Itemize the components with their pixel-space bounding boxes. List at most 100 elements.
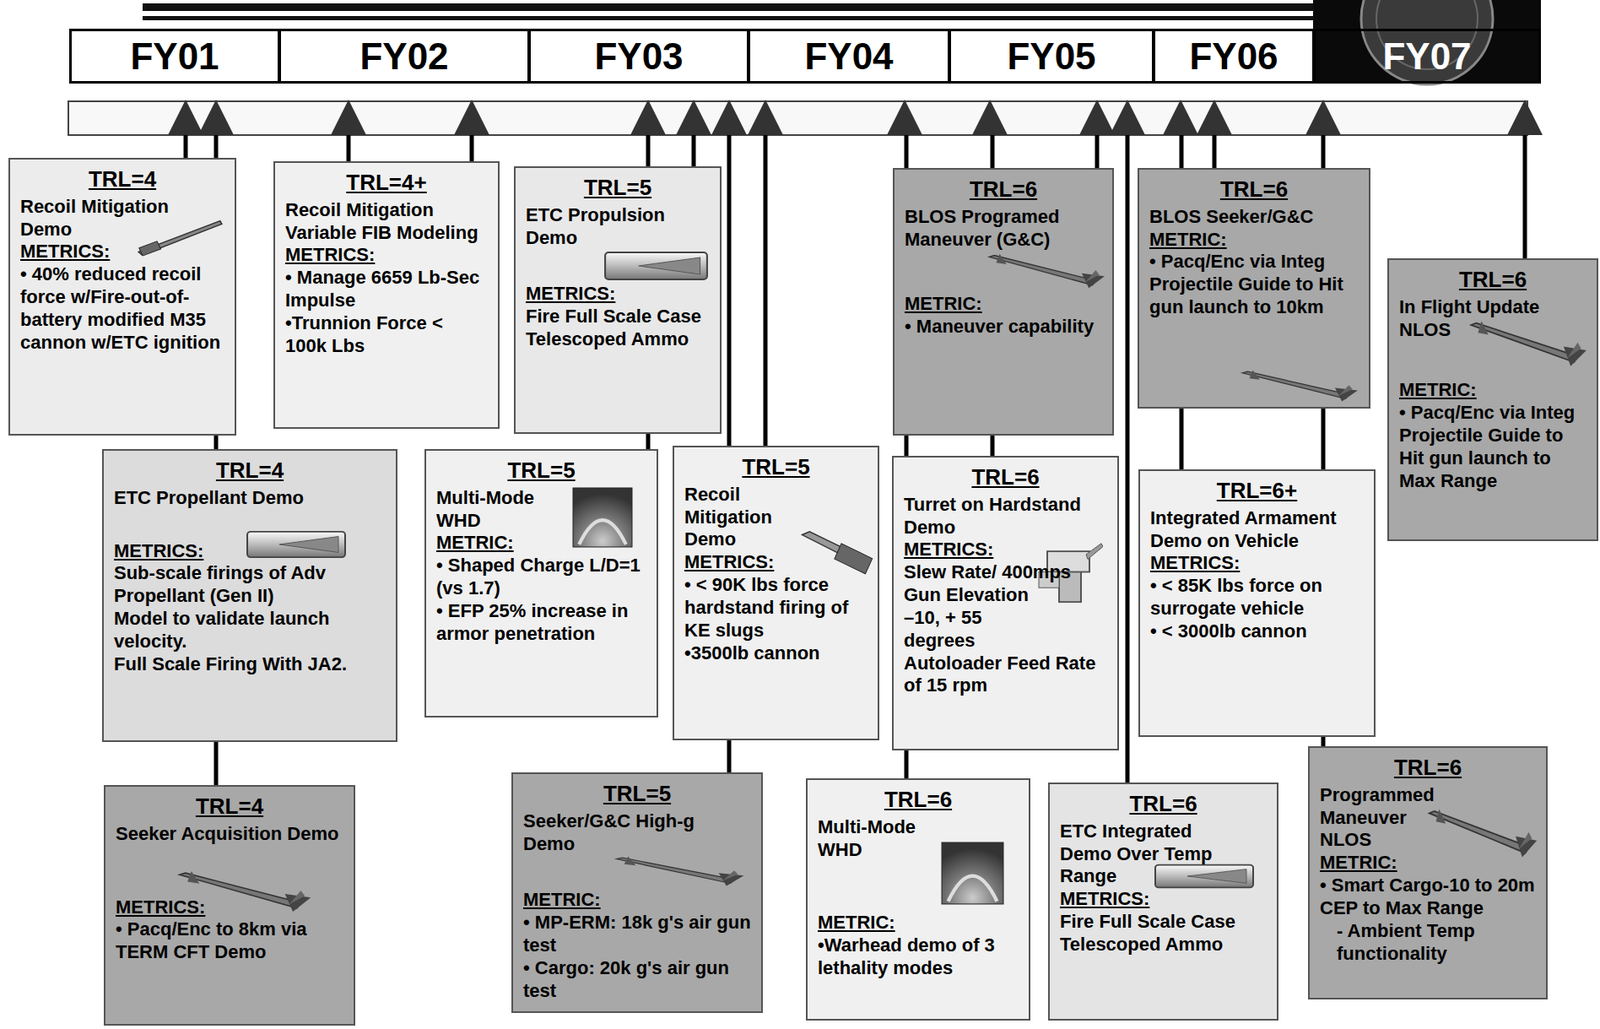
- turret-icon: [1038, 543, 1103, 602]
- metrics-heading: METRIC:: [817, 911, 1019, 935]
- metrics-heading: METRIC:: [1319, 851, 1536, 875]
- metrics-heading: METRICS:: [113, 540, 386, 563]
- trl-heading: TRL=6: [1149, 176, 1359, 204]
- year-label: FY04: [804, 33, 893, 80]
- metric-text: Full Scale Firing With JA2.: [113, 653, 386, 676]
- fiscal-year-cell: FY03: [528, 28, 750, 84]
- year-label: FY03: [594, 33, 683, 80]
- milestone-title: Seeker/G&C High-g Demo: [523, 810, 752, 856]
- metric-text: - Ambient Temp functionality: [1319, 919, 1536, 966]
- metric-text: Slew Rate/ 400mps: [903, 561, 1108, 584]
- metric-text: • Shaped Charge L/D=1 (vs 1.7): [436, 554, 647, 600]
- metric-text: Model to validate launch velocity.: [113, 607, 386, 654]
- metrics-heading: METRICS:: [115, 896, 344, 919]
- metrics-heading: METRIC:: [523, 888, 752, 912]
- metric-text: Gun Elevation –10, + 55 degrees: [903, 583, 1031, 652]
- milestone-title: Recoil Mitigation Demo: [20, 195, 225, 242]
- projectile-icon: [989, 254, 1105, 288]
- metrics-heading: METRICS:: [20, 240, 225, 264]
- metric-text: • Cargo: 20k g's air gun test: [523, 956, 752, 1003]
- ammo-icon: [1155, 864, 1254, 888]
- milestone-title: In Flight Update NLOS: [1399, 296, 1568, 342]
- metric-text: Fire Full Scale Case Telescoped Ammo: [1059, 910, 1267, 957]
- projectile-icon: [1470, 320, 1587, 366]
- metrics-heading: METRICS:: [903, 538, 1108, 562]
- trl-heading: TRL=4: [113, 457, 386, 485]
- trl-heading: TRL=6: [1319, 754, 1536, 782]
- milestone-title: Integrated Armament Demo on Vehicle: [1150, 507, 1364, 553]
- metric-text: •3500lb cannon: [684, 642, 868, 665]
- milestone-box: TRL=6Programmed Maneuver NLOSMETRIC:• Sm…: [1308, 745, 1548, 1000]
- year-label: FY06: [1189, 33, 1278, 80]
- fiscal-year-cell: FY04: [747, 28, 951, 84]
- year-label: FY07: [1382, 33, 1471, 80]
- metrics-heading: METRIC:: [1149, 228, 1359, 252]
- trl-heading: TRL=6+: [1150, 477, 1364, 505]
- metric-text: • Pacq/Enc to 8km via TERM CFT Demo: [115, 918, 344, 964]
- milestone-arrowheads: [167, 99, 1543, 136]
- metrics-heading: METRIC:: [904, 292, 1103, 316]
- metric-text: • < 3000lb cannon: [1150, 620, 1364, 644]
- milestone-title: Multi-Mode WHD: [817, 816, 945, 862]
- metrics-heading: METRICS:: [1059, 887, 1267, 911]
- milestone-title: Seeker Acquisition Demo: [115, 822, 344, 846]
- ammo-icon: [247, 531, 346, 557]
- cannon-icon: [138, 221, 222, 256]
- milestone-title: ETC Integrated Demo Over Temp Range: [1059, 820, 1229, 888]
- warhead-icon: [572, 487, 633, 547]
- projectile-icon: [179, 870, 312, 912]
- projectile-icon: [1429, 808, 1537, 857]
- fiscal-year-cell: FY01: [69, 28, 281, 84]
- seal-emblem: [1361, 0, 1493, 85]
- metric-text: • Maneuver capability: [904, 315, 1103, 339]
- milestone-box: TRL=4+Recoil Mitigation Variable FIB Mod…: [273, 161, 500, 429]
- trl-heading: TRL=4: [115, 793, 344, 821]
- milestone-title: BLOS Seeker/G&C: [1149, 205, 1359, 229]
- milestone-box: TRL=6Turret on Hardstand DemoMETRICS:Sle…: [891, 455, 1119, 751]
- metric-text: • MP-ERM: 18k g's air gun test: [523, 911, 752, 957]
- header-rule: [142, 16, 1317, 21]
- milestone-title: ETC Propellant Demo: [113, 486, 386, 510]
- metrics-heading: METRICS:: [1150, 551, 1364, 575]
- milestone-box: TRL=6ETC Integrated Demo Over Temp Range…: [1048, 782, 1279, 1021]
- trl-heading: TRL=5: [525, 174, 710, 202]
- ammo-icon: [605, 252, 708, 280]
- year-label: FY05: [1006, 33, 1096, 80]
- trl-heading: TRL=6: [817, 786, 1019, 814]
- metrics-heading: METRIC:: [436, 531, 647, 555]
- metric-text: • Smart Cargo-10 to 20m CEP to Max Range: [1319, 874, 1536, 920]
- projectile-icon: [616, 856, 745, 887]
- milestone-title: Programmed Maneuver NLOS: [1319, 783, 1447, 852]
- trl-heading: TRL=6: [904, 176, 1103, 204]
- metrics-heading: METRICS:: [684, 551, 868, 574]
- milestone-box: TRL=4ETC Propellant DemoMETRICS:Sub-scal…: [102, 448, 398, 742]
- metrics-heading: METRICS:: [285, 243, 488, 267]
- milestone-box: TRL=5Seeker/G&C High-g DemoMETRIC:• MP-E…: [511, 772, 763, 1013]
- metric-text: • EFP 25% increase in armor penetration: [436, 600, 647, 646]
- milestone-title: ETC Propulsion Demo: [525, 204, 710, 250]
- milestone-box: TRL=4Seeker Acquisition DemoMETRICS:• Pa…: [103, 784, 356, 1026]
- milestone-box: TRL=4Recoil Mitigation DemoMETRICS:• 40%…: [8, 157, 237, 436]
- projectile-icon: [1242, 370, 1358, 402]
- milestone-box: TRL=6BLOS Programed Maneuver (G&C) METRIC…: [892, 167, 1114, 436]
- fiscal-year-cell: FY05: [948, 28, 1155, 84]
- milestone-box: TRL=6+Integrated Armament Demo on Vehicl…: [1138, 469, 1376, 737]
- header-rule: [142, 3, 1317, 11]
- trl-heading: TRL=6: [1399, 266, 1587, 294]
- milestone-box: TRL=5ETC Propulsion DemoMETRICS:Fire Ful…: [513, 166, 722, 434]
- year-label: FY01: [129, 33, 219, 80]
- fiscal-year-cell: FY06: [1152, 28, 1315, 84]
- metric-text: Sub-scale firings of Adv Propellant (Gen…: [113, 562, 386, 608]
- trl-heading: TRL=6: [1059, 790, 1267, 818]
- fiscal-year-cell: FY02: [278, 28, 530, 84]
- trl-heading: TRL=5: [523, 780, 752, 808]
- trl-heading: TRL=4+: [285, 169, 488, 197]
- milestone-box: TRL=6In Flight Update NLOSMETRIC:• Pacq/…: [1387, 258, 1599, 541]
- milestone-title: Recoil Mitigation Demo: [684, 483, 811, 552]
- metrics-heading: METRIC:: [1399, 378, 1587, 402]
- milestone-title: Recoil Mitigation Variable FIB Modeling: [285, 199, 488, 245]
- trl-heading: TRL=6: [903, 464, 1108, 492]
- trl-heading: TRL=4: [20, 166, 225, 194]
- milestone-title: BLOS Programed Maneuver (G&C): [904, 205, 1074, 252]
- fiscal-year-cell: FY07: [1313, 28, 1541, 84]
